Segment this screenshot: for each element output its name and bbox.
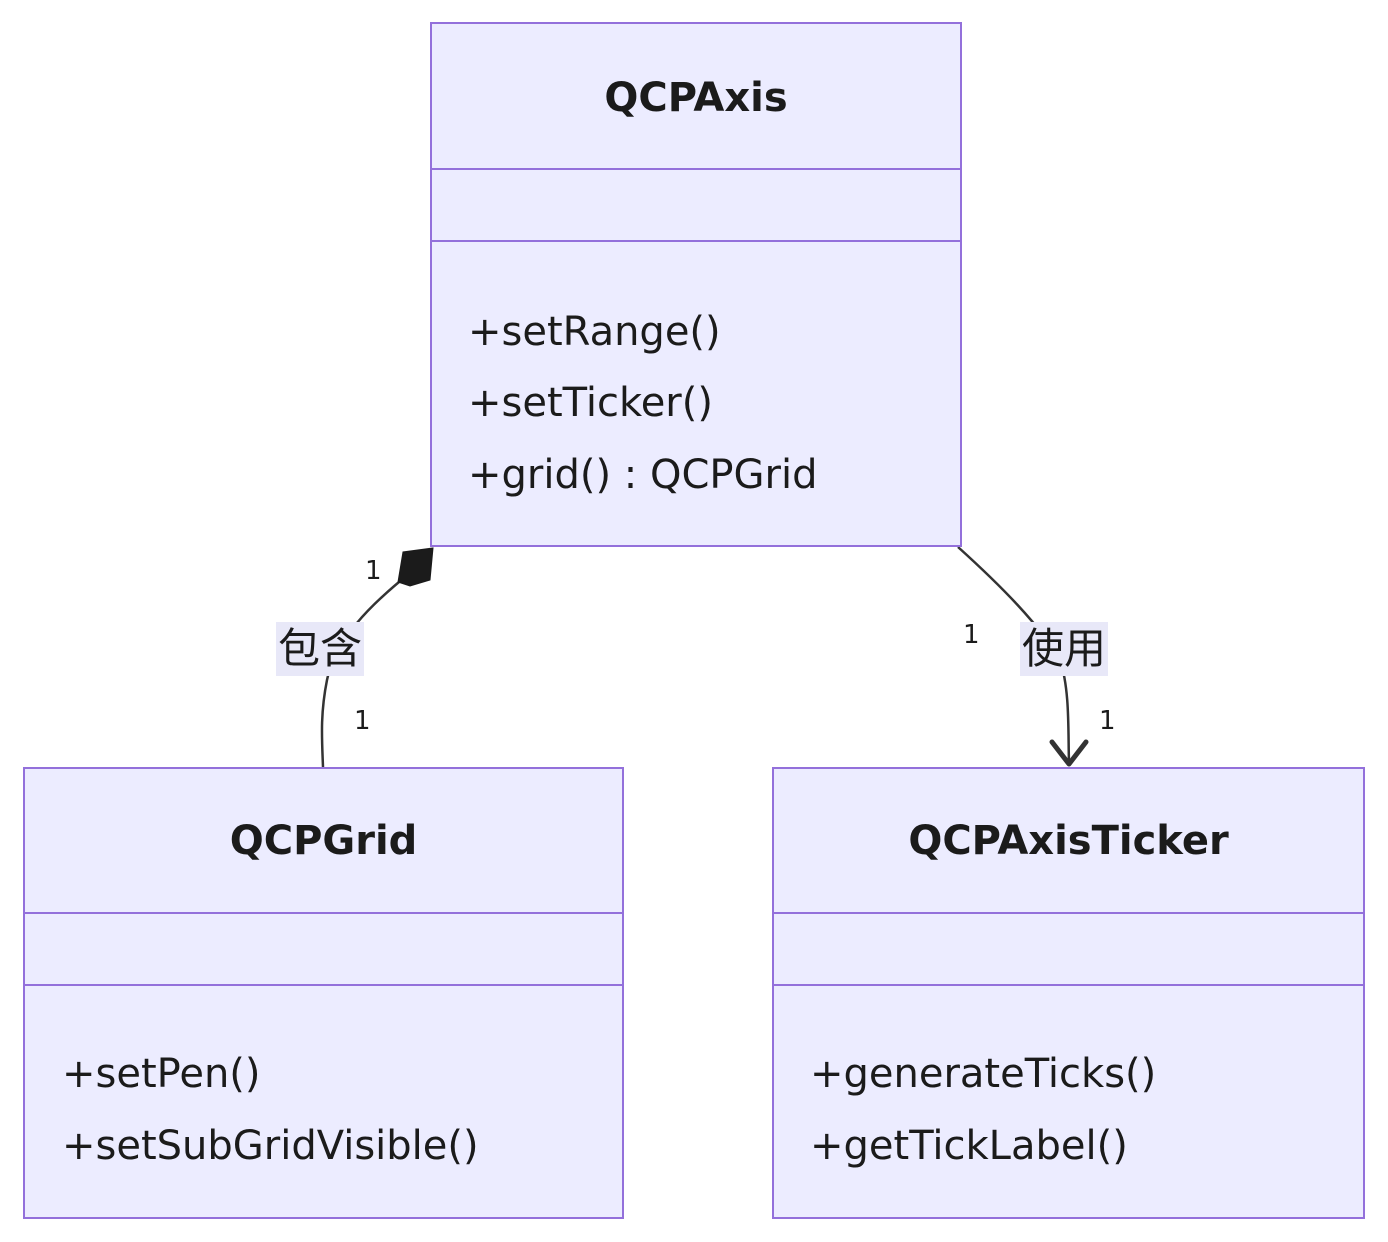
arrowhead-icon — [1049, 739, 1089, 767]
composition-diamond-icon — [397, 547, 434, 587]
class-qcpaxis[interactable]: QCPAxis +setRange() +setTicker() +grid()… — [430, 22, 962, 547]
attributes-divider — [25, 984, 622, 986]
association-label: 使用 — [1020, 622, 1109, 676]
composition-edge — [320, 572, 411, 768]
method-item: +setSubGridVisible() — [62, 1123, 479, 1169]
method-item: +setPen() — [62, 1051, 261, 1097]
composition-source-multiplicity: 1 — [365, 556, 382, 586]
class-qcpgrid[interactable]: QCPGrid +setPen() +setSubGridVisible() — [23, 767, 624, 1219]
name-divider — [25, 912, 622, 914]
method-item: +setTicker() — [468, 380, 713, 426]
method-item: +getTickLabel() — [810, 1123, 1128, 1169]
method-item: +setRange() — [468, 309, 721, 355]
class-name: QCPAxisTicker — [908, 818, 1229, 864]
name-divider — [432, 168, 960, 170]
class-name: QCPAxis — [604, 75, 788, 121]
composition-target-multiplicity: 1 — [354, 706, 371, 736]
attributes-divider — [432, 240, 960, 242]
method-item: +grid() : QCPGrid — [468, 452, 818, 498]
class-name: QCPGrid — [229, 818, 418, 864]
name-divider — [774, 912, 1363, 914]
method-item: +generateTicks() — [810, 1051, 1157, 1097]
association-source-multiplicity: 1 — [963, 620, 980, 650]
composition-label: 包含 — [276, 622, 365, 676]
association-target-multiplicity: 1 — [1099, 706, 1116, 736]
attributes-divider — [774, 984, 1363, 986]
class-qcpaxisticker[interactable]: QCPAxisTicker +generateTicks() +getTickL… — [772, 767, 1365, 1219]
